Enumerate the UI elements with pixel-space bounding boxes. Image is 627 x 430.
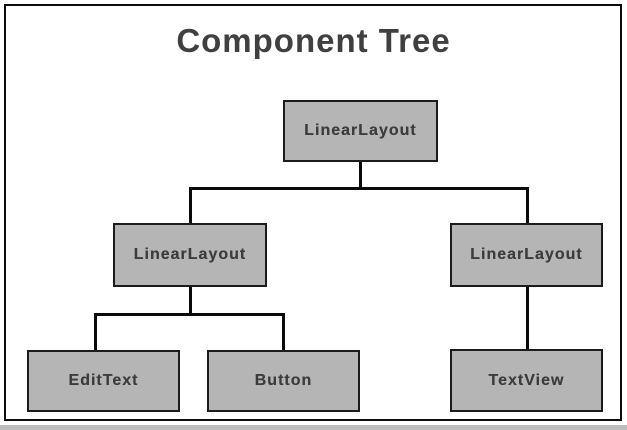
diagram-title: Component Tree bbox=[176, 22, 451, 59]
connector-branch1-to-right-linearlayout bbox=[526, 187, 529, 225]
connector-branch2-horizontal bbox=[94, 313, 285, 316]
connector-branch2-to-edittext bbox=[94, 313, 97, 352]
tree-node-textview: TextView bbox=[450, 349, 603, 412]
tree-node-root-linearlayout: LinearLayout bbox=[283, 100, 438, 162]
tree-node-left-linearlayout: LinearLayout bbox=[113, 223, 267, 287]
tree-node-edittext: EditText bbox=[27, 350, 180, 412]
connector-branch2-to-button bbox=[282, 313, 285, 352]
page-bottom-edge bbox=[0, 425, 627, 430]
connector-left-linearlayout-drop bbox=[189, 286, 192, 315]
connector-root-drop bbox=[359, 162, 362, 189]
tree-node-button: Button bbox=[207, 350, 360, 412]
diagram-frame-border bbox=[4, 4, 622, 421]
connector-branch1-to-left-linearlayout bbox=[189, 187, 192, 225]
tree-node-right-linearlayout: LinearLayout bbox=[450, 223, 603, 287]
connector-right-linearlayout-to-textview bbox=[526, 286, 529, 351]
connector-branch1-horizontal bbox=[189, 187, 529, 190]
